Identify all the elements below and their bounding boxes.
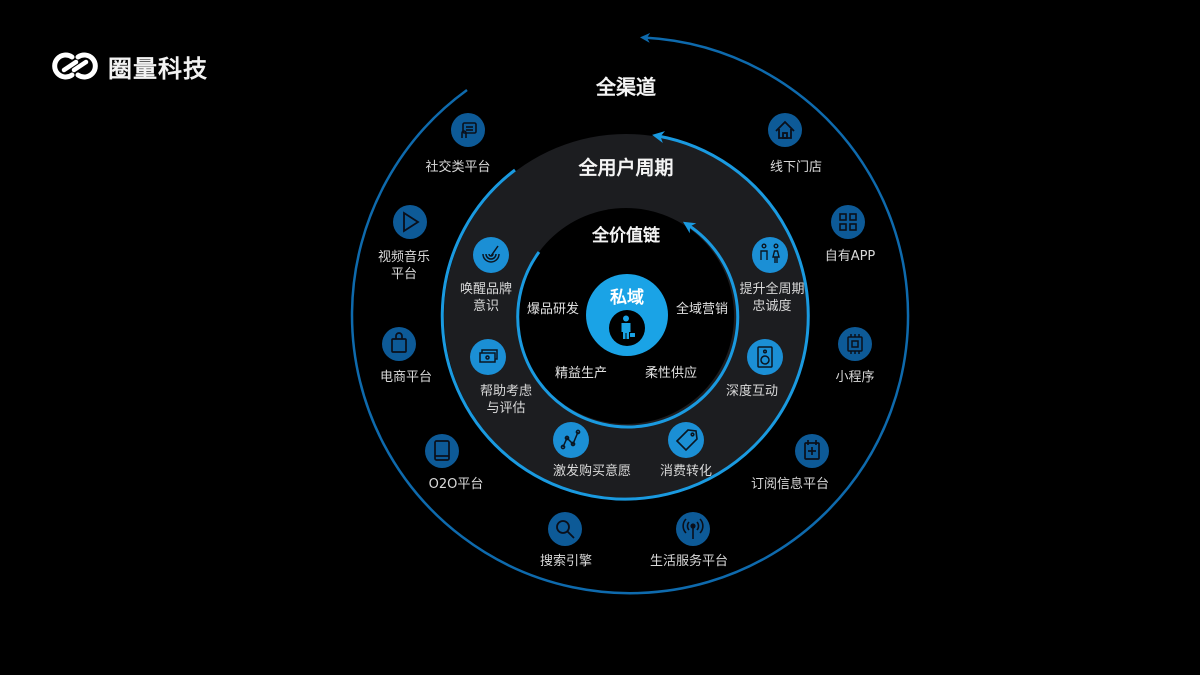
play-icon <box>403 211 420 233</box>
middle-item-brand-awareness: 唤醒品牌 意识 <box>460 237 512 314</box>
svg-text:线下门店: 线下门店 <box>770 160 822 175</box>
middle-ring-arc <box>440 131 810 501</box>
middle-ring-title: 全用户周期 <box>577 156 673 179</box>
svg-text:生活服务平台: 生活服务平台 <box>650 553 728 569</box>
speaker-icon <box>757 346 773 368</box>
outer-ring-title: 全渠道 <box>595 75 656 99</box>
home-icon <box>775 120 795 139</box>
core-title: 私域 <box>610 287 644 308</box>
outer-item-offline-store: 线下门店 <box>768 113 822 175</box>
inner-item-product-rd: 爆品研发 <box>527 301 579 317</box>
radar-icon <box>482 245 500 263</box>
outer-item-life-services: 生活服务平台 <box>650 512 728 569</box>
svg-text:激发购买意愿: 激发购买意愿 <box>553 463 631 479</box>
outer-item-ecommerce: 电商平台 <box>380 327 432 385</box>
inner-item-flexible-supply: 柔性供应 <box>645 365 697 381</box>
svg-text:小程序: 小程序 <box>835 370 874 385</box>
svg-text:帮助考虑: 帮助考虑 <box>480 384 532 399</box>
inner-ring-arc <box>516 221 740 429</box>
calendar-plus-icon <box>804 440 820 460</box>
core-private-domain: 私域 <box>586 274 668 356</box>
inner-item-omni-marketing: 全域营销 <box>676 301 728 317</box>
chat-card-icon <box>461 122 477 138</box>
chip-icon <box>847 334 863 354</box>
svg-text:电商平台: 电商平台 <box>380 370 432 385</box>
outer-item-own-app: 自有APP <box>825 205 876 264</box>
middle-item-deep-interaction: 深度互动 <box>726 339 783 399</box>
svg-text:平台: 平台 <box>391 267 417 282</box>
outer-item-social: 社交类平台 <box>425 113 491 175</box>
svg-text:社交类平台: 社交类平台 <box>425 159 490 175</box>
brand-logo: 圈量科技 <box>50 50 208 83</box>
svg-text:订阅信息平台: 订阅信息平台 <box>751 476 829 492</box>
outer-item-mini-program: 小程序 <box>835 327 875 385</box>
outer-item-video-music: 视频音乐 平台 <box>378 205 430 282</box>
svg-text:O2O平台: O2O平台 <box>429 477 484 492</box>
businessman-icon <box>621 315 635 339</box>
svg-text:视频音乐: 视频音乐 <box>378 249 430 265</box>
svg-text:搜索引擎: 搜索引擎 <box>540 554 592 569</box>
svg-text:忠诚度: 忠诚度 <box>752 298 791 314</box>
inner-item-lean-production: 精益生产 <box>555 366 607 381</box>
middle-item-conversion: 消费转化 <box>660 422 712 479</box>
middle-item-consideration: 帮助考虑 与评估 <box>470 339 532 416</box>
cash-icon <box>479 349 498 363</box>
search-icon <box>556 520 575 539</box>
outer-ring-arc <box>350 32 910 595</box>
line-chart-icon <box>560 429 581 450</box>
middle-item-loyalty: 提升全周期 忠诚度 <box>739 237 805 314</box>
linked-rings-logo-icon <box>52 52 98 80</box>
middle-item-purchase-intent: 激发购买意愿 <box>553 422 631 479</box>
svg-text:自有APP: 自有APP <box>825 249 876 264</box>
brand-name: 圈量科技 <box>108 54 208 83</box>
shopping-bag-icon <box>391 332 407 353</box>
svg-text:唤醒品牌: 唤醒品牌 <box>460 281 512 297</box>
people-icon <box>760 243 780 263</box>
broadcast-icon <box>682 518 704 539</box>
outer-item-o2o: O2O平台 <box>425 434 483 492</box>
inner-ring-title: 全价值链 <box>591 225 661 246</box>
app-grid-icon <box>839 213 857 231</box>
svg-text:意识: 意识 <box>473 298 499 314</box>
outer-item-subscription: 订阅信息平台 <box>751 434 829 492</box>
svg-text:消费转化: 消费转化 <box>660 464 712 479</box>
svg-text:深度互动: 深度互动 <box>726 383 778 399</box>
svg-text:与评估: 与评估 <box>486 401 525 416</box>
tag-icon <box>675 429 698 452</box>
tablet-icon <box>434 440 450 461</box>
outer-item-search-engine: 搜索引擎 <box>540 512 592 569</box>
svg-text:提升全周期: 提升全周期 <box>739 281 804 297</box>
